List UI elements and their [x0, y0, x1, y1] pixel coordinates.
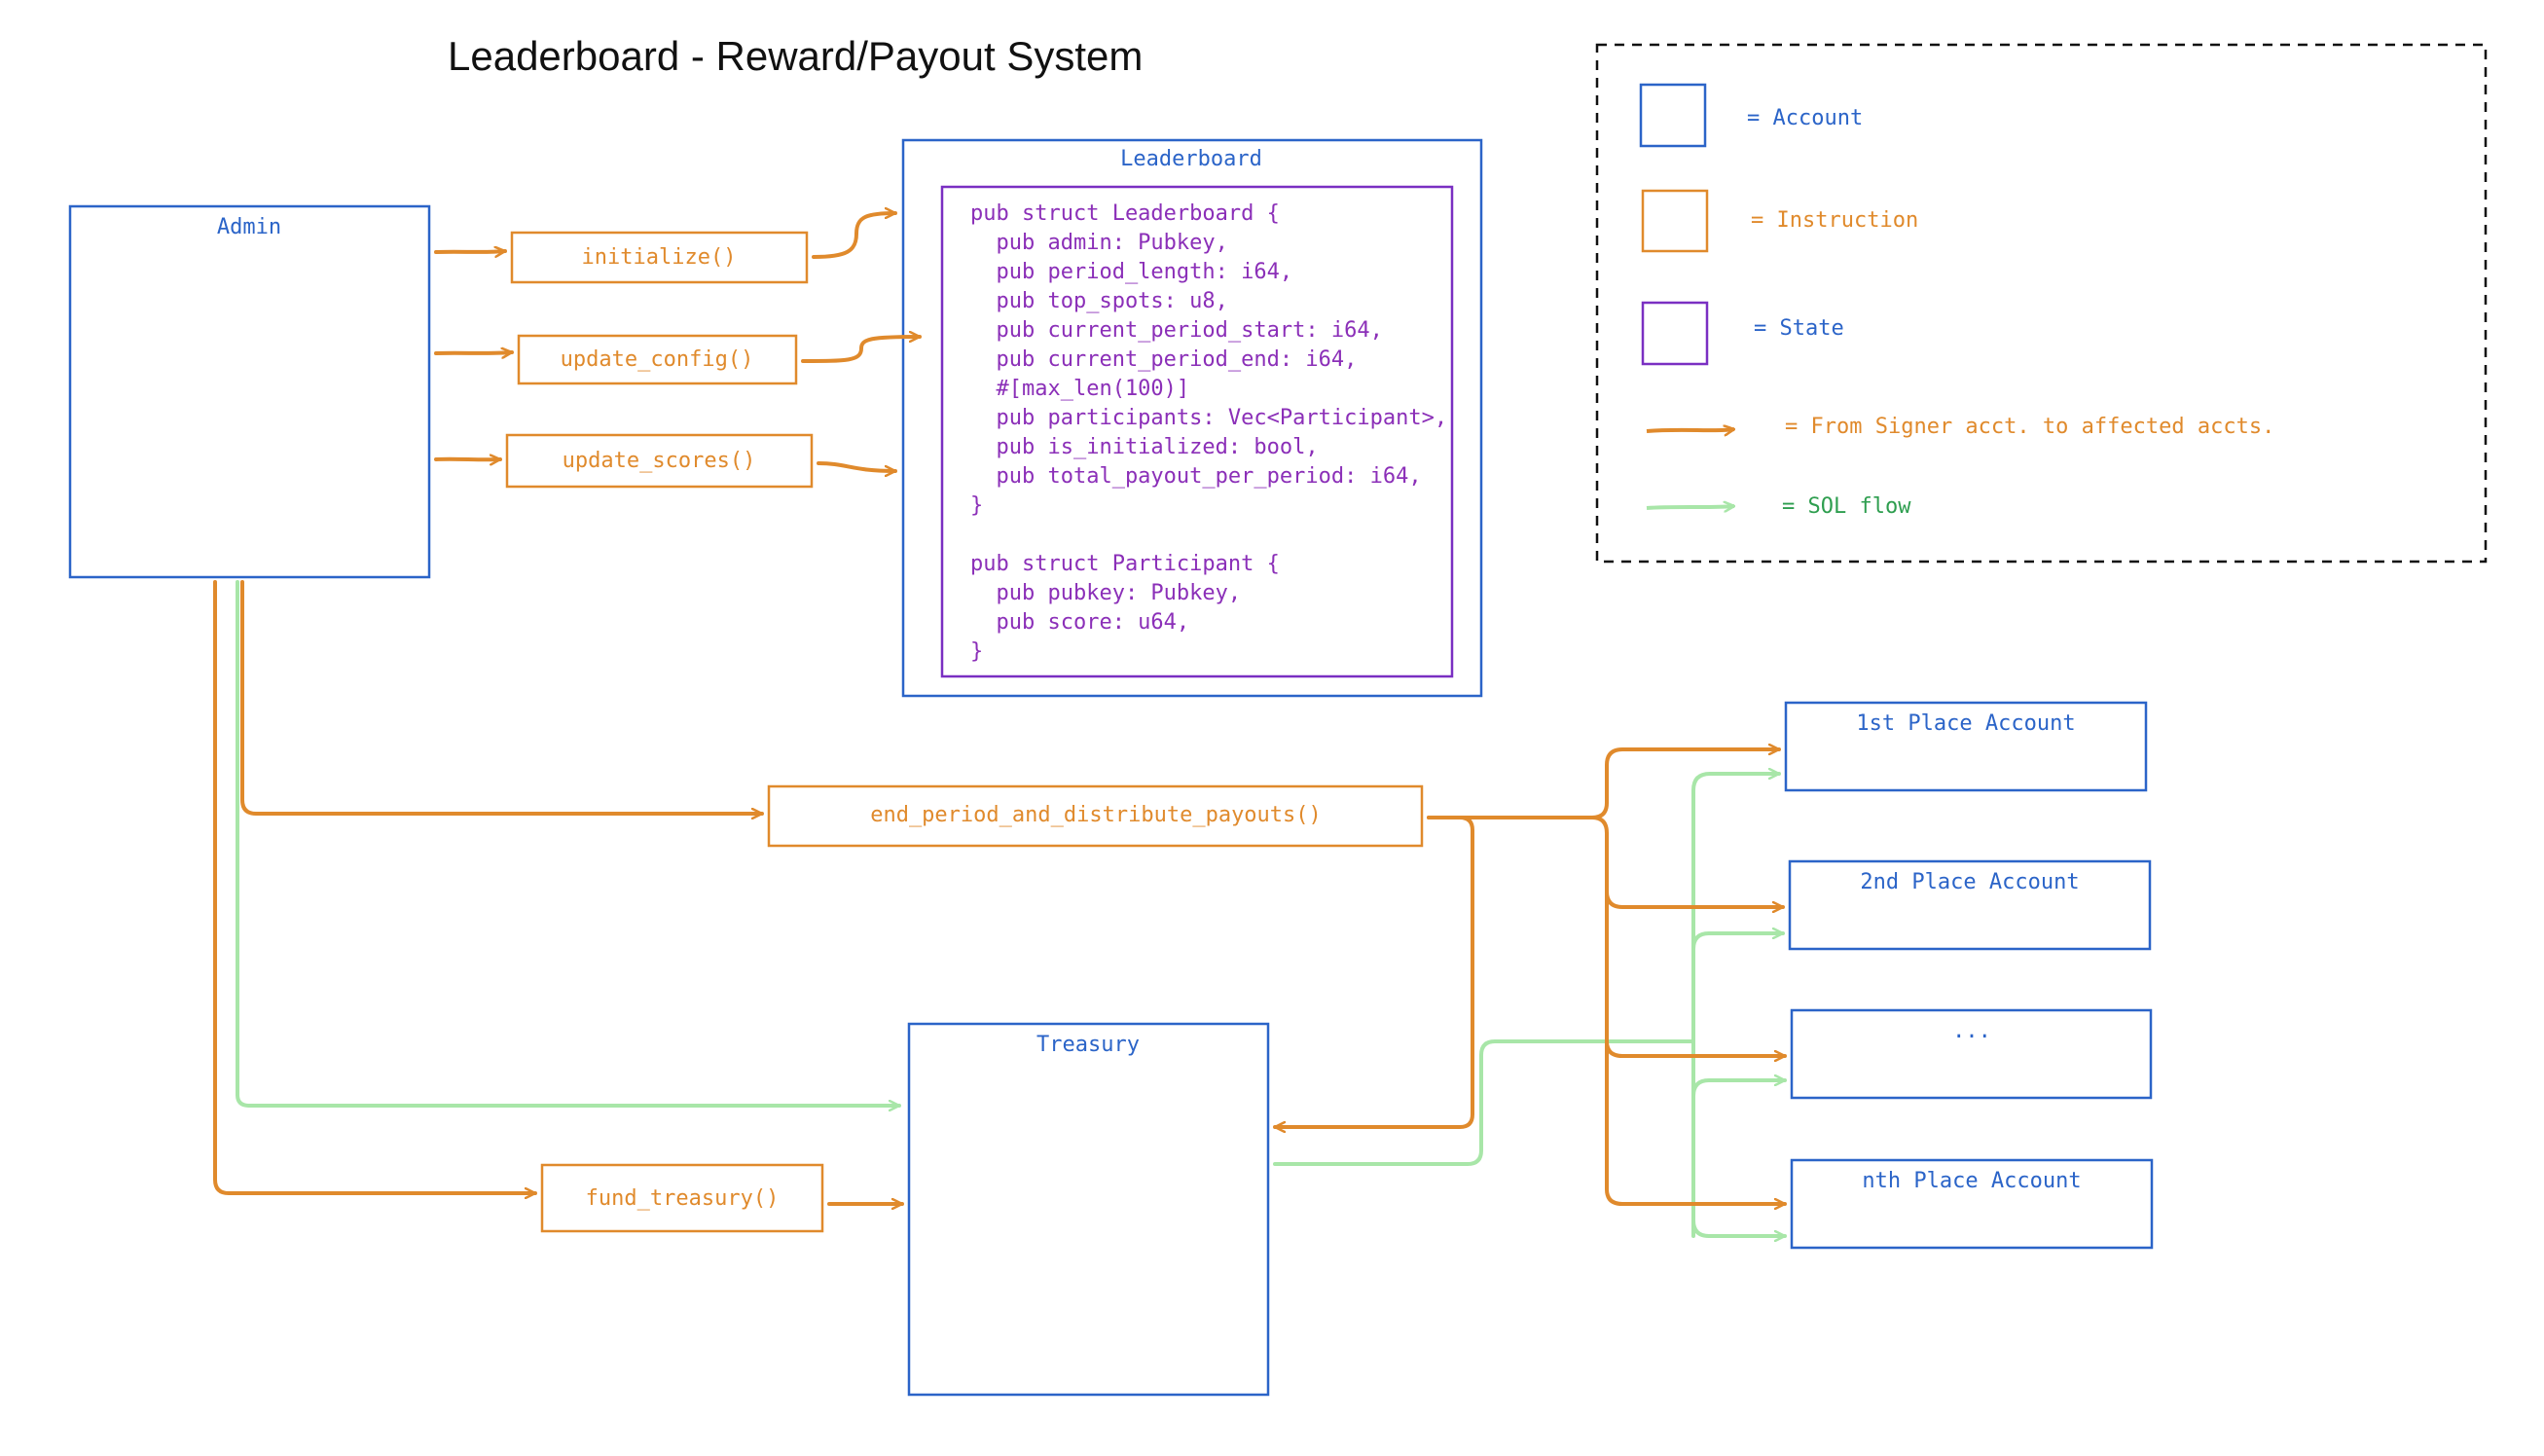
- diagram-title: Leaderboard - Reward/Payout System: [448, 33, 1143, 79]
- treasury-label: Treasury: [1036, 1033, 1140, 1057]
- instruction-fund-treasury: fund_treasury(): [540, 1163, 824, 1233]
- update-scores-label: update_scores(): [563, 449, 756, 473]
- code-line: }: [970, 639, 983, 664]
- nth-place-account: nth Place Account: [1790, 1158, 2154, 1250]
- sol-admin-to-treasury: [236, 580, 901, 1106]
- instruction-initialize: initialize(): [510, 231, 809, 284]
- leaderboard-label: Leaderboard: [1120, 147, 1262, 171]
- arrow-to-first-place: [1590, 749, 1781, 819]
- initialize-label: initialize(): [582, 245, 737, 270]
- treasury-box: [907, 1022, 1270, 1397]
- code-line: pub current_period_start: i64,: [970, 318, 1383, 343]
- instruction-update-scores: update_scores(): [505, 433, 814, 489]
- arrow-to-second-place: [1590, 816, 1785, 907]
- arrow-admin-to-end-period: [240, 580, 764, 814]
- code-line: }: [970, 493, 983, 518]
- instruction-update-config: update_config(): [517, 334, 798, 385]
- sol-to-nth: [1691, 1219, 1787, 1236]
- code-line: pub participants: Vec<Participant>,: [970, 406, 1447, 430]
- arrow-to-ellipsis: [1605, 890, 1787, 1056]
- sol-flow-connectors: [236, 580, 1787, 1238]
- admin-box: [68, 204, 431, 579]
- initialize-box: [510, 231, 809, 284]
- treasury-account: Treasury: [907, 1022, 1270, 1397]
- sol-to-first: [1691, 774, 1781, 1238]
- arrow-end-period-to-treasury: [1273, 816, 1474, 1127]
- ellipsis-account: ...: [1790, 1008, 2153, 1100]
- admin-label: Admin: [217, 215, 281, 239]
- code-line: pub period_length: i64,: [970, 260, 1292, 284]
- code-line: pub total_payout_per_period: i64,: [970, 464, 1422, 489]
- signer-connectors: [213, 213, 1787, 1204]
- legend-state-label: = State: [1754, 316, 1844, 341]
- arrow-admin-to-update-config: [434, 352, 514, 353]
- first-place-label: 1st Place Account: [1856, 711, 2075, 736]
- instruction-end-period: end_period_and_distribute_payouts(): [767, 784, 1424, 848]
- legend-state-swatch: [1641, 301, 1709, 366]
- nth-place-box: [1790, 1158, 2154, 1250]
- leaderboard-state-code: pub struct Leaderboard { pub admin: Pubk…: [970, 201, 1447, 664]
- code-line: pub admin: Pubkey,: [970, 231, 1228, 255]
- legend-account-swatch: [1639, 83, 1707, 148]
- update-config-label: update_config(): [561, 347, 754, 372]
- update-config-box: [517, 334, 798, 385]
- fund-treasury-box: [540, 1163, 824, 1233]
- code-line: pub top_spots: u8,: [970, 289, 1228, 313]
- legend-frame: [1595, 43, 2488, 564]
- ellipsis-box: [1790, 1008, 2153, 1100]
- first-place-account: 1st Place Account: [1784, 701, 2148, 792]
- arrow-to-nth-place: [1605, 1039, 1787, 1204]
- legend-sol-label: = SOL flow: [1782, 494, 1911, 519]
- legend-instruction-label: = Instruction: [1751, 208, 1918, 233]
- arrow-admin-to-initialize: [434, 251, 507, 252]
- second-place-account: 2nd Place Account: [1788, 859, 2152, 951]
- leaderboard-account: Leaderboard pub struct Leaderboard { pub…: [901, 138, 1483, 698]
- second-place-label: 2nd Place Account: [1860, 870, 2079, 894]
- legend-signer-arrow: [1646, 429, 1734, 431]
- ellipsis-label: ...: [1952, 1019, 1991, 1043]
- end-period-label: end_period_and_distribute_payouts(): [870, 803, 1322, 827]
- arrow-admin-to-update-scores: [434, 459, 502, 460]
- second-place-box: [1788, 859, 2152, 951]
- arrow-update-scores-to-leaderboard: [817, 461, 897, 471]
- end-period-box: [767, 784, 1424, 848]
- admin-account: Admin: [68, 204, 431, 579]
- nth-place-label: nth Place Account: [1862, 1169, 2081, 1193]
- leaderboard-box: [901, 138, 1483, 698]
- code-line: pub struct Leaderboard {: [970, 201, 1280, 226]
- code-line: #[max_len(100)]: [970, 377, 1189, 401]
- code-line: pub is_initialized: bool,: [970, 435, 1319, 459]
- code-line: pub struct Participant {: [970, 552, 1280, 576]
- legend-instruction-swatch: [1641, 189, 1709, 253]
- code-line: pub pubkey: Pubkey,: [970, 581, 1241, 605]
- fund-treasury-label: fund_treasury(): [586, 1186, 780, 1211]
- arrow-initialize-to-leaderboard: [812, 213, 897, 259]
- sol-to-ellipsis: [1691, 1080, 1787, 1098]
- update-scores-box: [505, 433, 814, 489]
- arrow-admin-to-fund-treasury: [213, 580, 537, 1193]
- code-line: pub current_period_end: i64,: [970, 347, 1357, 372]
- code-line: pub score: u64,: [970, 610, 1189, 635]
- legend-signer-label: = From Signer acct. to affected accts.: [1785, 415, 2274, 439]
- arrow-update-config-to-leaderboard: [801, 337, 922, 363]
- legend-sol-arrow: [1646, 506, 1734, 508]
- first-place-box: [1784, 701, 2148, 792]
- sol-treasury-out: [1273, 1039, 1695, 1166]
- legend-account-label: = Account: [1747, 106, 1863, 130]
- sol-to-second: [1691, 933, 1785, 951]
- leaderboard-state-box: [940, 185, 1454, 678]
- legend: = Account = Instruction = State = From S…: [1595, 43, 2488, 564]
